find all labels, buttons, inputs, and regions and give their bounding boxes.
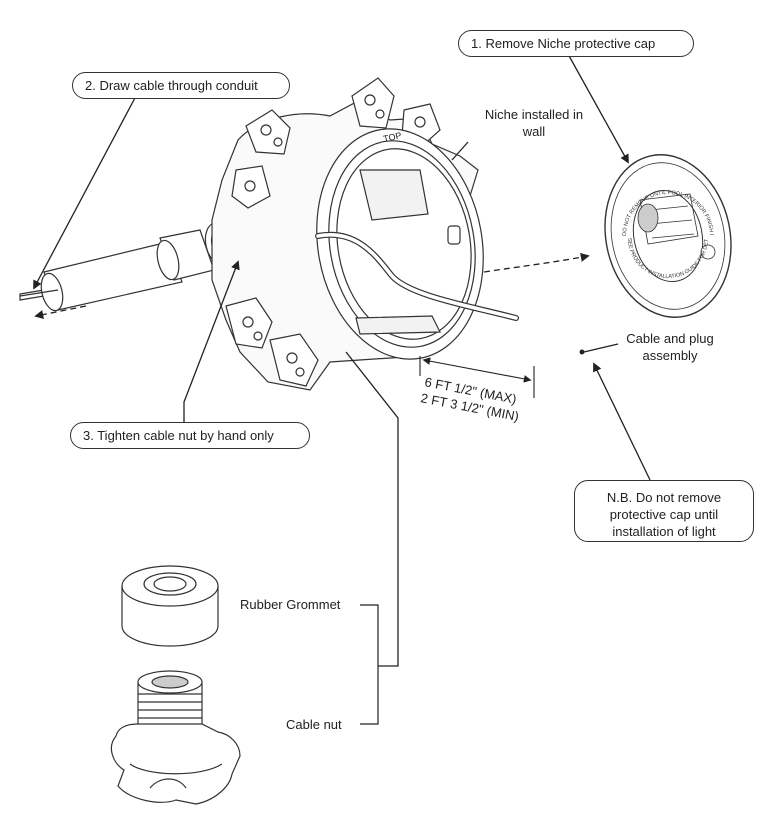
top-mark: TOP (382, 130, 402, 144)
niche-line-2: wall (522, 124, 546, 139)
nb-line-2: protective cap until (609, 507, 719, 522)
niche-line-1: Niche installed in (484, 107, 584, 122)
length-dimension (419, 356, 535, 398)
rubber-grommet (121, 565, 219, 647)
nb-line-1: N.B. Do not remove (606, 490, 722, 505)
callout-remove-cap: 1. Remove Niche protective cap (458, 30, 694, 57)
cable-plug-line-2: assembly (642, 348, 698, 363)
cable-nut-part (110, 670, 241, 805)
label-cable-plug: Cable and plug assembly (614, 330, 726, 364)
nb-line-3: installation of light (612, 524, 716, 539)
cable-plug-line-1: Cable and plug (626, 331, 714, 346)
draw-cable-arrow (34, 305, 87, 320)
label-cable-nut: Cable nut (286, 717, 342, 732)
callout-draw-cable: 2. Draw cable through conduit (72, 72, 290, 99)
cap-removal-arrow (483, 252, 590, 273)
label-rubber-grommet: Rubber Grommet (240, 597, 341, 612)
conduit-pipe (19, 229, 215, 312)
part-label-bracket (360, 604, 379, 725)
callout-nb-warning: N.B. Do not remove protective cap until … (574, 480, 754, 542)
leader-lines (33, 53, 651, 667)
callout-tighten-nut: 3. Tighten cable nut by hand only (70, 422, 310, 449)
cable-wire (19, 289, 59, 297)
niche-body (211, 77, 484, 391)
label-niche: Niche installed in wall (474, 106, 594, 140)
